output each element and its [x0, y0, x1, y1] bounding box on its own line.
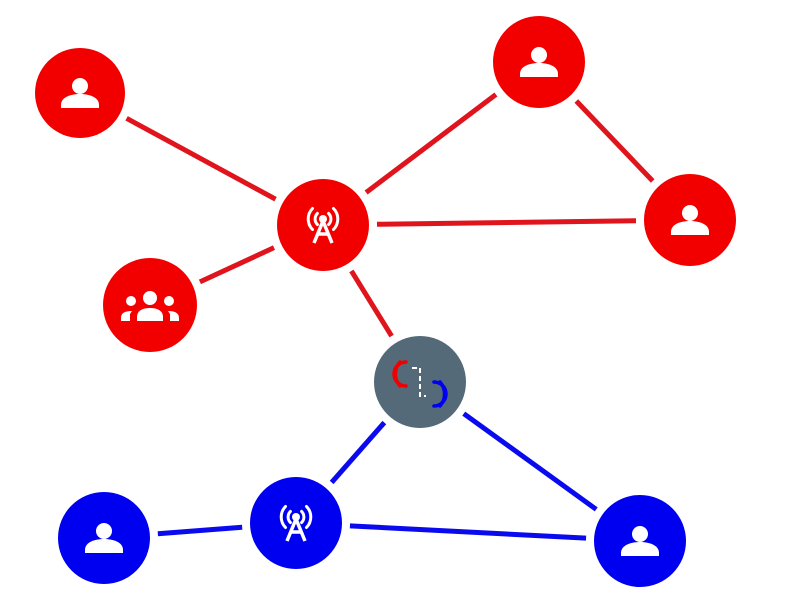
node-tower-red[interactable] — [277, 179, 369, 271]
node-user-4[interactable] — [58, 492, 150, 584]
node-bridge[interactable] — [374, 336, 466, 428]
edge-tower-red-bridge — [349, 269, 394, 338]
edge-group-tower-red — [198, 245, 276, 285]
person-icon — [621, 526, 659, 556]
person-icon — [520, 47, 558, 77]
nodes — [35, 16, 736, 587]
edges — [125, 92, 655, 541]
person-icon — [671, 205, 709, 235]
edge-user-4-tower-blue — [157, 524, 243, 537]
node-group[interactable] — [103, 258, 197, 352]
edge-tower-red-user-2 — [364, 92, 498, 195]
group-icon — [121, 291, 179, 321]
edge-bridge-user-5 — [462, 411, 598, 512]
node-user-2[interactable] — [493, 16, 585, 108]
person-icon — [61, 78, 99, 108]
radio-tower-icon — [279, 505, 313, 542]
radio-tower-icon — [306, 207, 340, 244]
node-user-5[interactable] — [594, 495, 686, 587]
edge-user-1-tower-red — [125, 116, 277, 202]
network-bridge-icon — [392, 360, 448, 408]
node-user-1[interactable] — [35, 48, 125, 138]
person-icon — [85, 523, 123, 553]
edge-bridge-tower-blue — [329, 420, 387, 485]
node-user-3[interactable] — [644, 174, 736, 266]
edge-tower-red-user-3 — [376, 218, 637, 227]
node-tower-blue[interactable] — [250, 477, 342, 569]
node-circle — [374, 336, 466, 428]
edge-user-2-user-3 — [574, 99, 655, 183]
edge-tower-blue-user-5 — [349, 523, 587, 541]
